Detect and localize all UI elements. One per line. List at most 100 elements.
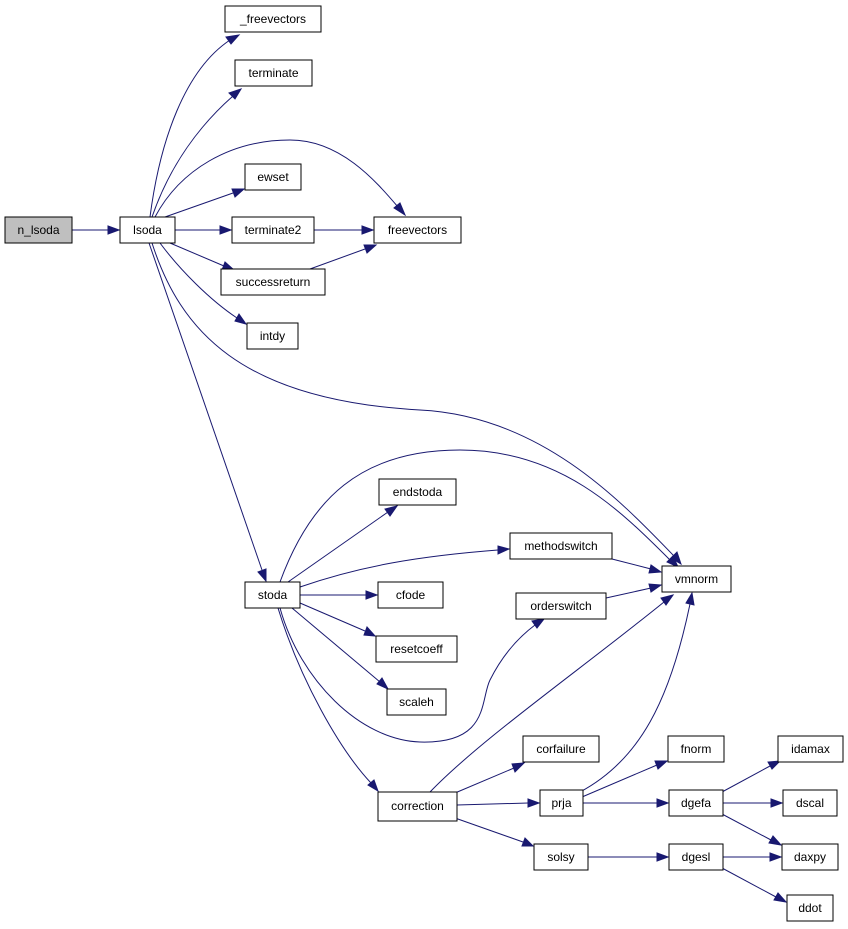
node-cfode[interactable]: cfode (377, 581, 444, 609)
node-terminate2[interactable]: terminate2 (231, 216, 315, 244)
edge-dgefa-idamax (721, 765, 771, 793)
edge-stoda-correction (277, 607, 372, 784)
node-methodswitch[interactable]: methodswitch (509, 532, 613, 560)
node-label-stoda: stoda (258, 588, 288, 602)
arrow-lsoda-_freevectors (225, 34, 241, 45)
node-solsy[interactable]: solsy (533, 843, 589, 871)
node-dgefa[interactable]: dgefa (668, 789, 724, 817)
node-fnorm[interactable]: fnorm (667, 735, 725, 763)
arrow-lsoda-intdy (234, 313, 248, 325)
edge-lsoda-ewset (164, 192, 234, 218)
node-label-ewset: ewset (257, 170, 289, 184)
edge-stoda-orderswitch (279, 607, 536, 743)
arrow-dgefa-idamax (767, 760, 782, 770)
edge-lsoda-_freevectors (149, 39, 231, 218)
edge-methodswitch-vmnorm (611, 558, 652, 570)
node-orderswitch[interactable]: orderswitch (515, 592, 607, 620)
node-label-endstoda: endstoda (393, 485, 443, 499)
arrow-dgesl-daxpy (769, 852, 783, 862)
node-label-successreturn: successreturn (236, 275, 311, 289)
node-label-freevectors: freevectors (388, 223, 447, 237)
arrow-stoda-scaleh (376, 677, 390, 691)
arrow-lsoda-stoda (257, 568, 267, 583)
node-successreturn[interactable]: successreturn (220, 268, 326, 296)
node-stoda[interactable]: stoda (244, 581, 301, 609)
node-label-dgefa: dgefa (681, 796, 711, 810)
arrow-successreturn-freevectors (363, 244, 378, 254)
node-label-vmnorm: vmnorm (675, 572, 718, 586)
arrow-correction-prja (527, 798, 541, 808)
edge-dgefa-daxpy (721, 813, 772, 841)
edge-correction-corfailure (454, 767, 515, 794)
node-corfailure[interactable]: corfailure (522, 735, 600, 763)
arrow-stoda-cfode (365, 590, 379, 600)
node-label-correction: correction (391, 799, 444, 813)
node-label-methodswitch: methodswitch (524, 539, 597, 553)
edge-lsoda-freevectors (154, 139, 399, 218)
edge-stoda-scaleh (291, 607, 381, 683)
arrow-stoda-orderswitch (531, 618, 546, 629)
node-label-resetcoeff: resetcoeff (390, 642, 443, 656)
node-label-lsoda: lsoda (133, 223, 162, 237)
node-prja[interactable]: prja (539, 789, 584, 817)
node-label-fnorm: fnorm (681, 742, 712, 756)
node-_freevectors[interactable]: _freevectors (224, 5, 322, 33)
arrow-lsoda-terminate2 (219, 225, 233, 235)
edge-stoda-methodswitch (299, 549, 499, 588)
arrow-stoda-methodswitch (497, 545, 511, 555)
node-ddot[interactable]: ddot (786, 894, 834, 922)
node-daxpy[interactable]: daxpy (781, 843, 839, 871)
edge-correction-solsy (454, 817, 524, 843)
arrow-stoda-endstoda (384, 505, 399, 517)
node-label-cfode: cfode (396, 588, 426, 602)
node-n_lsoda[interactable]: n_lsoda (4, 216, 73, 244)
arrow-orderswitch-vmnorm (648, 583, 663, 593)
arrow-stoda-correction (367, 779, 379, 793)
edge-successreturn-freevectors (309, 248, 366, 270)
arrow-lsoda-freevectors (393, 202, 407, 217)
node-idamax[interactable]: idamax (777, 735, 844, 763)
node-endstoda[interactable]: endstoda (378, 478, 457, 506)
node-intdy[interactable]: intdy (246, 322, 299, 350)
node-dscal[interactable]: dscal (782, 789, 838, 817)
node-ewset[interactable]: ewset (244, 163, 302, 191)
nodes: n_lsoda lsoda _freevectors terminate ews… (4, 5, 844, 922)
edge-prja-vmnorm (579, 603, 691, 793)
node-label-orderswitch: orderswitch (530, 599, 591, 613)
node-lsoda[interactable]: lsoda (119, 216, 176, 244)
node-label-prja: prja (551, 796, 571, 810)
arrow-dgesl-ddot (773, 892, 788, 903)
node-resetcoeff[interactable]: resetcoeff (375, 635, 458, 663)
edge-prja-fnorm (581, 764, 658, 798)
edge-correction-vmnorm (429, 601, 665, 793)
node-label-solsy: solsy (547, 850, 574, 864)
edge-lsoda-intdy (159, 242, 238, 319)
node-label-daxpy: daxpy (794, 850, 826, 864)
arrow-lsoda-ewset (231, 188, 246, 198)
node-label-n_lsoda: n_lsoda (17, 223, 59, 237)
arrow-lsoda-vmnorm (670, 551, 682, 566)
node-label-dscal: dscal (796, 796, 824, 810)
node-label-terminate: terminate (248, 66, 298, 80)
arrow-terminate2-freevectors (361, 225, 375, 235)
node-label-ddot: ddot (798, 901, 822, 915)
node-label-corfailure: corfailure (536, 742, 586, 756)
node-scaleh[interactable]: scaleh (386, 688, 447, 716)
node-correction[interactable]: correction (377, 791, 458, 822)
arrow-n_lsoda-lsoda (107, 225, 121, 235)
node-freevectors[interactable]: freevectors (373, 216, 462, 244)
arrow-correction-solsy (521, 837, 535, 847)
arrow-correction-corfailure (511, 762, 526, 773)
edges (72, 34, 788, 903)
arrow-dgefa-daxpy (768, 835, 783, 846)
edge-dgesl-ddot (721, 867, 777, 898)
arrow-stoda-resetcoeff (363, 626, 377, 637)
node-label-terminate2: terminate2 (245, 223, 302, 237)
node-terminate[interactable]: terminate (234, 59, 313, 87)
arrow-lsoda-terminate (228, 88, 243, 100)
edge-orderswitch-vmnorm (605, 587, 652, 599)
node-vmnorm[interactable]: vmnorm (661, 565, 732, 593)
edge-lsoda-terminate (151, 95, 234, 218)
node-dgesl[interactable]: dgesl (668, 843, 724, 871)
